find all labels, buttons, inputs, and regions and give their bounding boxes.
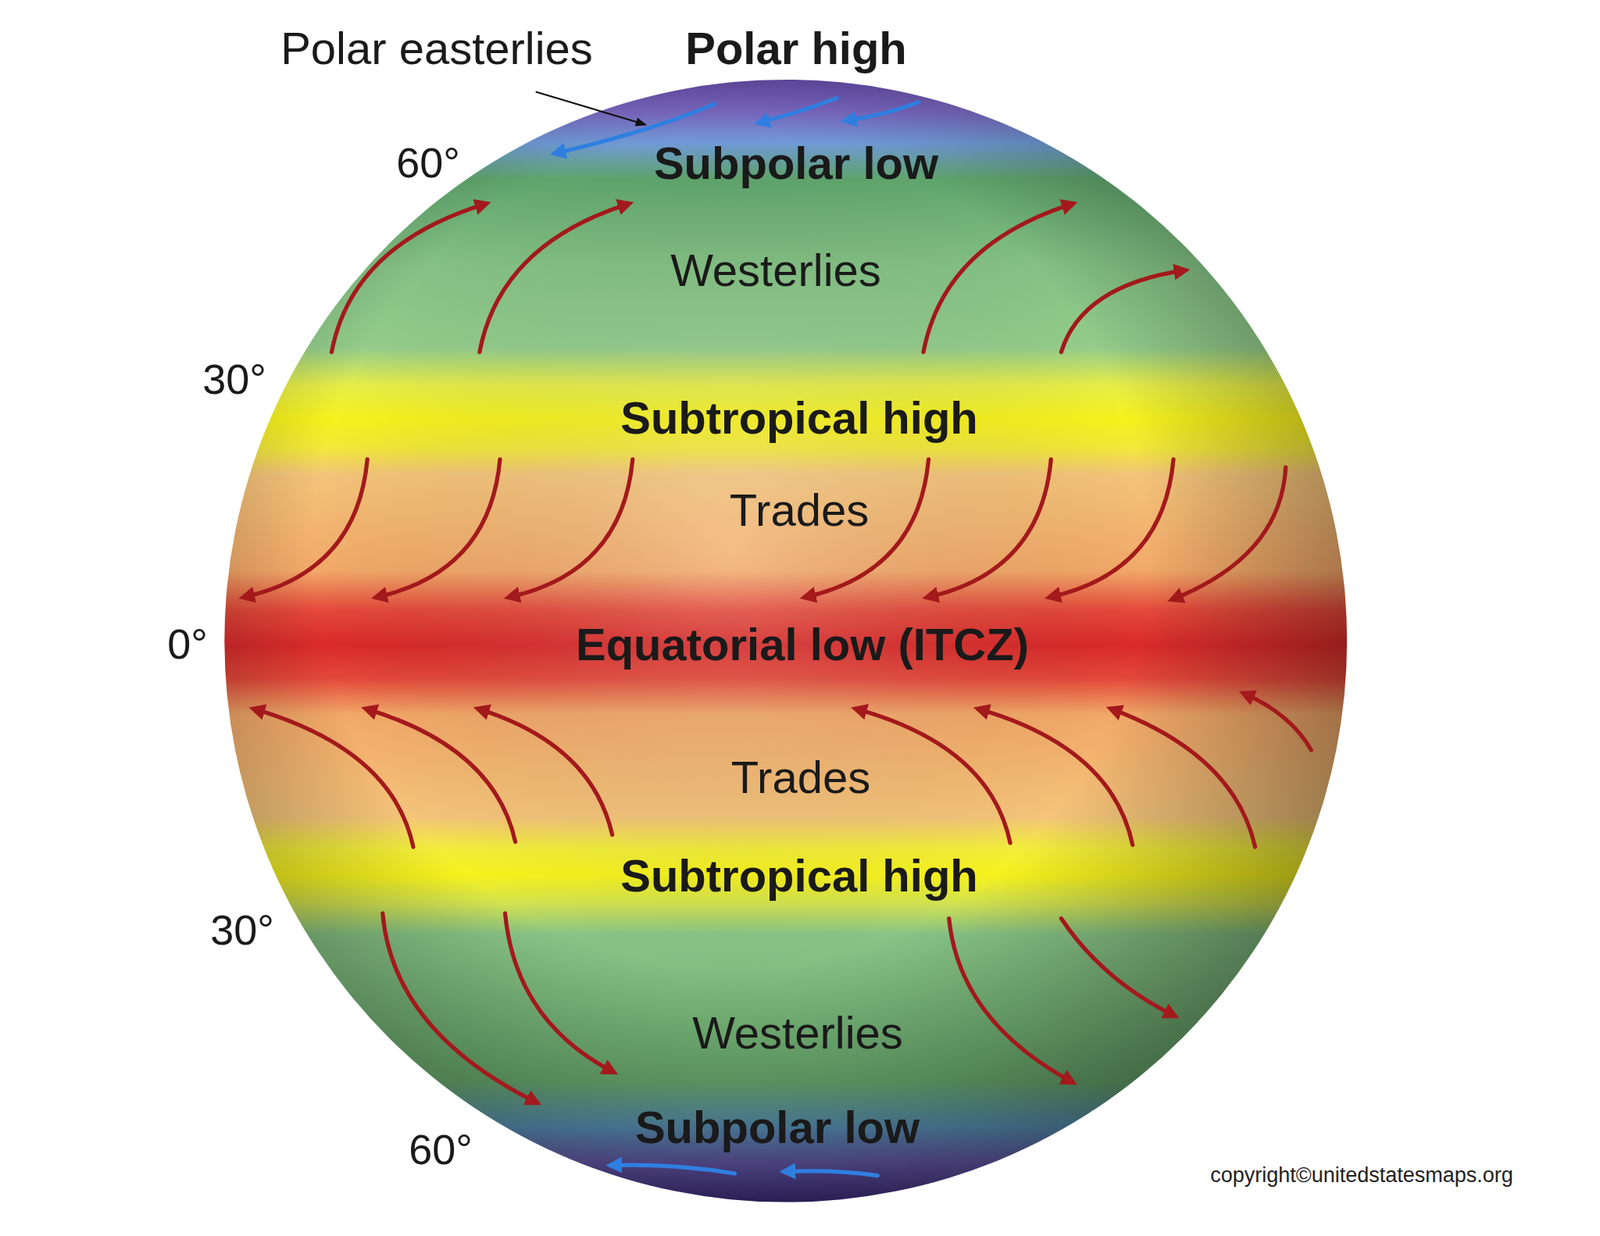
wind-arrow [979, 709, 1133, 846]
latitude-label: 60° [396, 139, 461, 186]
pressure-label: Subtropical high [620, 850, 979, 901]
wind-arrow [1050, 459, 1174, 597]
wind-label: Westerlies [692, 1007, 904, 1058]
wind-arrow [1173, 467, 1286, 599]
globe-bands [224, 79, 1347, 1203]
pressure-label: Subpolar low [653, 138, 939, 189]
wind-arrow [857, 709, 1011, 843]
polar-arrow [612, 1164, 736, 1174]
wind-arrow [331, 203, 485, 352]
wind-arrow [1244, 693, 1311, 750]
wind-label: Polar easterlies [280, 23, 593, 74]
latitude-label: 0° [167, 621, 208, 668]
polar-arrow [846, 102, 918, 122]
wind-arrows [244, 203, 1311, 1102]
pressure-label: Polar high [685, 23, 908, 74]
pressure-label: Equatorial low (ITCZ) [575, 619, 1029, 670]
wind-label: Trades [729, 485, 869, 536]
copyright-note: copyright©unitedstatesmaps.org [1210, 1164, 1514, 1188]
pressure-label: Subtropical high [620, 392, 979, 443]
wind-arrow [377, 459, 500, 597]
wind-arrow [479, 203, 628, 352]
pressure-label: Subpolar low [635, 1102, 920, 1153]
wind-arrow [244, 459, 368, 597]
wind-label: Westerlies [670, 245, 882, 296]
wind-arrow [1060, 270, 1184, 352]
polar-arrow [760, 97, 837, 122]
wind-arrow [1112, 709, 1256, 847]
wind-arrow [510, 459, 633, 597]
globe-shading [224, 79, 1347, 1203]
wind-arrow [923, 203, 1072, 352]
latitude-label: 60° [408, 1126, 473, 1173]
polar-arrow [785, 1171, 879, 1176]
wind-label: Trades [731, 752, 871, 803]
globe-group [224, 79, 1347, 1203]
latitude-label: 30° [202, 356, 267, 403]
leader-line [535, 92, 646, 125]
wind-arrow [255, 709, 414, 847]
wind-arrow [1060, 918, 1174, 1016]
wind-arrow [479, 709, 613, 836]
wind-arrow [382, 913, 536, 1103]
wind-arrow [949, 918, 1072, 1083]
wind-arrow [367, 709, 515, 843]
latitude-label: 30° [210, 907, 275, 954]
wind-arrow [928, 459, 1052, 597]
wind-arrow [505, 913, 613, 1072]
